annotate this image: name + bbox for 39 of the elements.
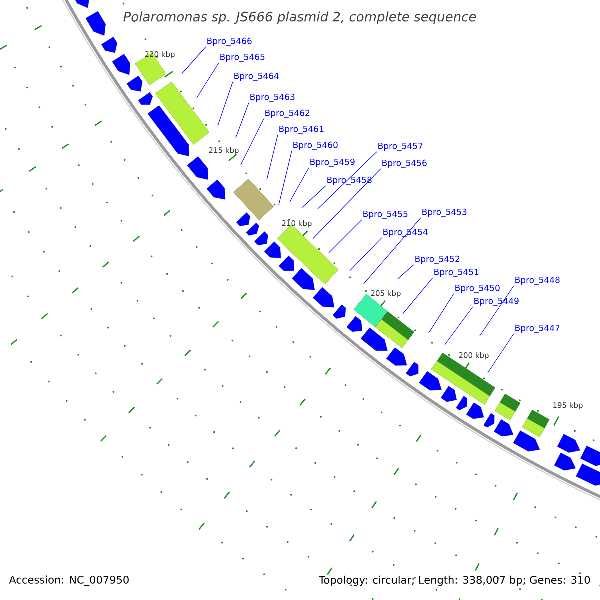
gene-label: Bpro_5466 xyxy=(208,38,252,46)
leader-line xyxy=(402,278,434,314)
leader-line xyxy=(444,306,474,346)
leader-line xyxy=(312,168,382,240)
gene-label: Bpro_5447 xyxy=(516,325,560,334)
gene-label: Bpro_5452 xyxy=(416,256,460,264)
leader-line xyxy=(266,134,278,180)
leader-line xyxy=(350,238,382,272)
leader-line xyxy=(318,152,378,210)
leader-line xyxy=(182,46,206,74)
leader-line xyxy=(364,218,422,284)
leader-line xyxy=(218,82,234,126)
gene-label: Bpro_5450 xyxy=(456,284,500,294)
title: Polaromonas sp. JS666 plasmid 2, complete sequence xyxy=(124,12,476,24)
leader-line xyxy=(428,294,454,334)
leader-line xyxy=(236,102,250,138)
footer-text: Accession: NC_007950 xyxy=(9,576,129,586)
gene-label: Bpro_5457 xyxy=(378,143,423,152)
footer-text: Topology: circular; Length: 338,007 bp; Genes: 310 xyxy=(319,576,590,586)
leader-line xyxy=(196,62,220,98)
gene-label: Bpro_5448 xyxy=(516,276,560,286)
gene-label: Bpro_5456 xyxy=(382,160,427,168)
leader-line xyxy=(328,220,362,254)
leader-line xyxy=(398,264,414,280)
gene-label: Bpro_5461 xyxy=(280,126,324,134)
gene-label: Bpro_5455 xyxy=(364,211,408,220)
leader-line xyxy=(240,118,264,166)
leader-line xyxy=(290,168,310,202)
gene-label: Bpro_5459 xyxy=(310,158,355,168)
gene-label: Bpro_5451 xyxy=(434,269,479,278)
leader-line xyxy=(488,334,514,374)
leader-line xyxy=(278,150,292,206)
gene-label: Bpro_5463 xyxy=(250,94,295,102)
gene-label: Bpro_5464 xyxy=(234,72,279,82)
gene-label: Bpro_5453 xyxy=(422,208,467,218)
gene-label: Bpro_5460 xyxy=(294,142,338,150)
gene-label: Bpro_5462 xyxy=(266,110,310,118)
leader-line xyxy=(302,186,326,208)
gene-label: Bpro_5465 xyxy=(220,54,265,62)
